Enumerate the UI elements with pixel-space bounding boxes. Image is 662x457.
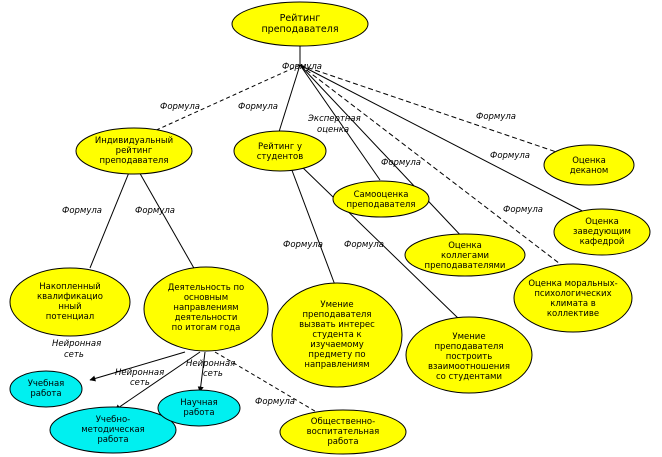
svg-text:Оценка моральных-психологическ: Оценка моральных-психологическихклимата … (528, 279, 617, 319)
edge-label-students-relations: Формула (344, 240, 384, 250)
edge-label-root-moral: Формула (503, 205, 543, 215)
edge-activity-study (89, 351, 186, 382)
edge-activity-science (197, 351, 206, 393)
edge-label-root-colleagues: Формула (381, 158, 421, 168)
edge-activity-method (114, 351, 201, 411)
edge-indiv-qual (89, 169, 131, 269)
edge-students-interest (289, 164, 336, 286)
edge-activity-educ (214, 351, 331, 421)
edge-root-head (299, 64, 591, 216)
edge-label-root-center: Формула (282, 62, 322, 72)
edge-label-root-students: Формула (238, 102, 278, 112)
edge-root-students (277, 64, 301, 136)
edge-label-students-interest: Формула (283, 240, 323, 250)
edge-root-dean (299, 64, 581, 161)
edge-root-self (299, 64, 381, 181)
edge-root-indiv (151, 64, 301, 133)
edge-label-root-dean: Формула (476, 112, 516, 122)
edge-students-relations (299, 164, 461, 321)
edge-root-moral (299, 64, 569, 271)
edge-root-colleagues (299, 64, 466, 241)
edges (89, 40, 591, 421)
edge-label-root-indiv: Формула (160, 102, 200, 112)
edge-label-activity-educ: Формула (255, 397, 295, 407)
edge-label-root-head: Формула (490, 151, 530, 161)
edge-label-indiv-qual: Формула (62, 206, 102, 216)
edge-indiv-activity (137, 169, 196, 271)
edge-label-indiv-activity: Формула (135, 206, 175, 216)
